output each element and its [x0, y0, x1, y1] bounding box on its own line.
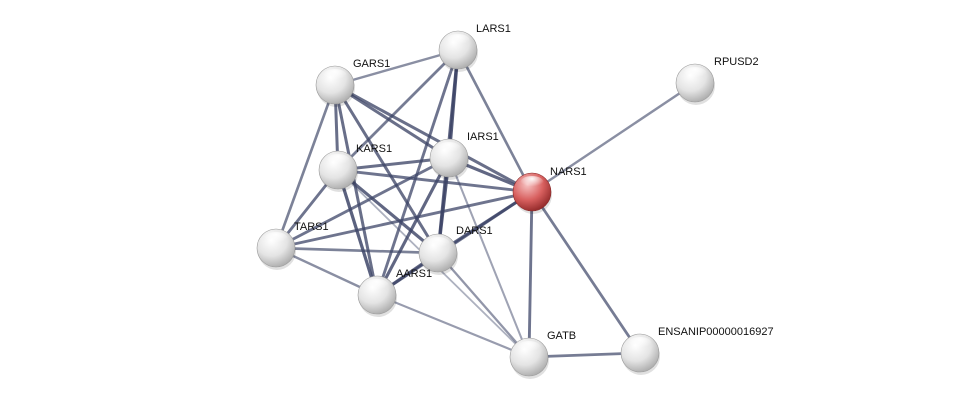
- edge-gars1-dars1[interactable]: [333, 83, 440, 255]
- edge-nars1-rpusd2[interactable]: [530, 81, 697, 194]
- node-aars1[interactable]: [357, 275, 397, 317]
- node-layer: [256, 30, 715, 379]
- node-label-nars1: NARS1: [550, 166, 587, 178]
- node-kars1[interactable]: [318, 150, 358, 192]
- node-gars1[interactable]: [315, 65, 355, 107]
- node-nars1[interactable]: [512, 172, 552, 214]
- node-label-lars1: LARS1: [476, 23, 511, 35]
- node-dars1[interactable]: [418, 233, 458, 275]
- node-label-aars1: AARS1: [396, 268, 432, 280]
- edge-gars1-iars1[interactable]: [333, 83, 451, 160]
- edge-iars1-tars1[interactable]: [274, 156, 451, 250]
- edge-nars1-tars1[interactable]: [274, 190, 534, 250]
- edge-gars1-tars1[interactable]: [274, 83, 337, 250]
- node-rpusd2[interactable]: [675, 63, 715, 105]
- node-label-rpusd2: RPUSD2: [714, 56, 759, 68]
- node-label-dars1: DARS1: [456, 225, 493, 237]
- node-iars1[interactable]: [429, 138, 469, 180]
- edge-iars1-gatb[interactable]: [447, 156, 531, 359]
- edge-dars1-gatb[interactable]: [436, 251, 531, 359]
- edge-nars1-lars1[interactable]: [456, 48, 534, 194]
- node-lars1[interactable]: [438, 30, 478, 72]
- edge-aars1-gatb[interactable]: [375, 293, 531, 359]
- edge-lars1-gars1[interactable]: [333, 48, 460, 87]
- node-label-gatb: GATB: [547, 330, 576, 342]
- edge-nars1-gars1[interactable]: [333, 83, 534, 194]
- edge-layer: [274, 48, 697, 359]
- edge-tars1-dars1[interactable]: [274, 246, 440, 255]
- node-ensanip00000016927[interactable]: [620, 333, 660, 375]
- edge-lars1-kars1[interactable]: [336, 48, 460, 172]
- node-label-tars1: TARS1: [294, 221, 329, 233]
- edge-nars1-gatb[interactable]: [527, 190, 534, 359]
- edge-kars1-dars1[interactable]: [336, 168, 440, 255]
- edge-iars1-aars1[interactable]: [375, 156, 451, 297]
- node-label-gars1: GARS1: [353, 58, 390, 70]
- edge-nars1-kars1[interactable]: [336, 168, 534, 194]
- node-label-iars1: IARS1: [467, 131, 499, 143]
- edge-gars1-aars1[interactable]: [333, 83, 379, 297]
- edge-kars1-aars1[interactable]: [336, 168, 379, 297]
- edge-lars1-aars1[interactable]: [375, 48, 460, 297]
- edge-nars1-ensanip00000016927[interactable]: [530, 190, 642, 355]
- node-label-ensanip00000016927: ENSANIP00000016927: [658, 326, 774, 338]
- node-gatb[interactable]: [509, 337, 549, 379]
- node-label-kars1: KARS1: [356, 143, 392, 155]
- node-tars1[interactable]: [256, 228, 296, 270]
